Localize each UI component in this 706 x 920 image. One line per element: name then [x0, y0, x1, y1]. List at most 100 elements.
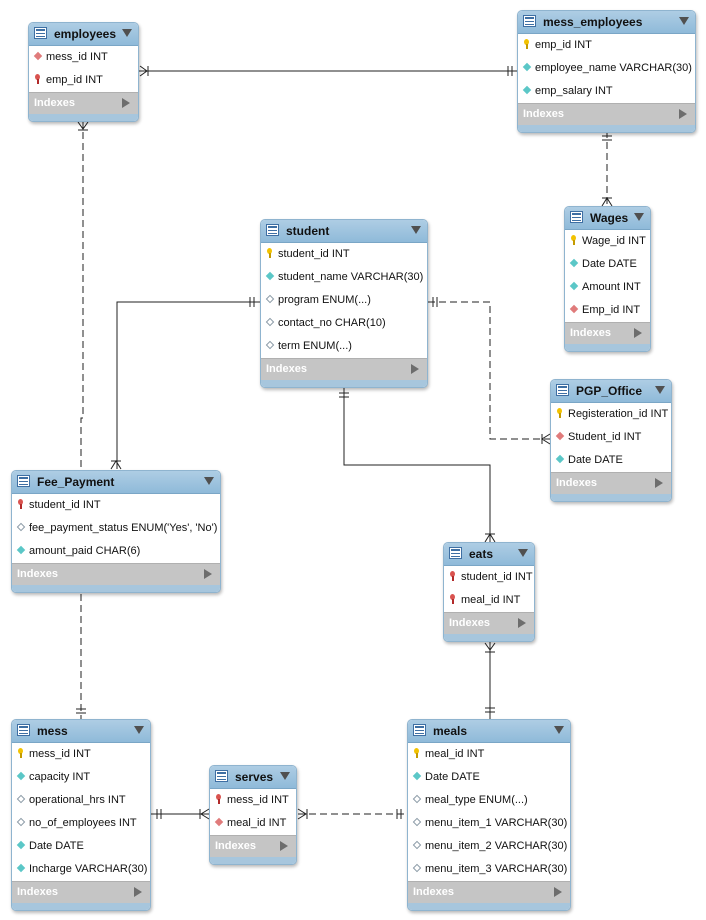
- table-mess[interactable]: mess mess_id INT capacity INT operationa…: [11, 719, 151, 911]
- collapse-triangle-icon[interactable]: [411, 226, 421, 234]
- indexes-bar[interactable]: Indexes: [565, 322, 650, 344]
- column-row[interactable]: Student_id INT: [551, 426, 671, 449]
- collapse-triangle-icon[interactable]: [134, 726, 144, 734]
- table-meals[interactable]: meals meal_id INT Date DATE meal_type EN…: [407, 719, 571, 911]
- expand-arrow-icon[interactable]: [518, 618, 526, 628]
- column-row[interactable]: fee_payment_status ENUM('Yes', 'No'): [12, 517, 220, 540]
- table-header[interactable]: PGP_Office: [551, 380, 671, 403]
- indexes-bar[interactable]: Indexes: [444, 612, 534, 634]
- column-row[interactable]: emp_id INT: [518, 34, 695, 57]
- column-row[interactable]: amount_paid CHAR(6): [12, 540, 220, 563]
- table-fee-payment[interactable]: Fee_Payment student_id INT fee_payment_s…: [11, 470, 221, 593]
- column-label: Student_id INT: [568, 431, 642, 443]
- indexes-bar[interactable]: Indexes: [12, 881, 150, 903]
- collapse-triangle-icon[interactable]: [634, 213, 644, 221]
- expand-arrow-icon[interactable]: [634, 328, 642, 338]
- table-header[interactable]: eats: [444, 543, 534, 566]
- indexes-bar[interactable]: Indexes: [29, 92, 138, 114]
- expand-arrow-icon[interactable]: [122, 98, 130, 108]
- not-null-column-icon: [569, 258, 579, 268]
- column-row[interactable]: term ENUM(...): [261, 335, 427, 358]
- column-row[interactable]: contact_no CHAR(10): [261, 312, 427, 335]
- table-header[interactable]: Fee_Payment: [12, 471, 220, 494]
- column-row[interactable]: menu_item_2 VARCHAR(30): [408, 835, 570, 858]
- column-row[interactable]: Wage_id INT: [565, 230, 650, 253]
- column-row[interactable]: emp_id INT: [29, 69, 138, 92]
- column-row[interactable]: Date DATE: [12, 835, 150, 858]
- indexes-bar[interactable]: Indexes: [261, 358, 427, 380]
- column-row[interactable]: operational_hrs INT: [12, 789, 150, 812]
- column-label: student_id INT: [278, 248, 350, 260]
- column-row[interactable]: student_id INT: [12, 494, 220, 517]
- table-serves[interactable]: serves mess_id INT meal_id INT Indexes: [209, 765, 297, 865]
- column-row[interactable]: meal_id INT: [444, 589, 534, 612]
- collapse-triangle-icon[interactable]: [204, 477, 214, 485]
- column-row[interactable]: mess_id INT: [210, 789, 296, 812]
- column-row[interactable]: Registeration_id INT: [551, 403, 671, 426]
- expand-arrow-icon[interactable]: [554, 887, 562, 897]
- table-eats[interactable]: eats student_id INT meal_id INT Indexes: [443, 542, 535, 642]
- indexes-label: Indexes: [413, 886, 454, 898]
- table-header[interactable]: Wages: [565, 207, 650, 230]
- table-header[interactable]: meals: [408, 720, 570, 743]
- table-footer: [210, 857, 296, 864]
- indexes-bar[interactable]: Indexes: [518, 103, 695, 125]
- column-row[interactable]: mess_id INT: [29, 46, 138, 69]
- table-mess-employees[interactable]: mess_employees emp_id INT employee_name …: [517, 10, 696, 133]
- table-header[interactable]: student: [261, 220, 427, 243]
- indexes-bar[interactable]: Indexes: [408, 881, 570, 903]
- table-student[interactable]: student student_id INT student_name VARC…: [260, 219, 428, 388]
- column-row[interactable]: emp_salary INT: [518, 80, 695, 103]
- column-row[interactable]: menu_item_3 VARCHAR(30): [408, 858, 570, 881]
- collapse-triangle-icon[interactable]: [679, 17, 689, 25]
- column-row[interactable]: Emp_id INT: [565, 299, 650, 322]
- expand-arrow-icon[interactable]: [655, 478, 663, 488]
- primary-key-icon: [18, 748, 23, 758]
- column-label: Emp_id INT: [582, 304, 641, 316]
- expand-arrow-icon[interactable]: [204, 569, 212, 579]
- table-wages[interactable]: Wages Wage_id INT Date DATE Amount INT E…: [564, 206, 651, 352]
- column-row[interactable]: student_id INT: [444, 566, 534, 589]
- column-row[interactable]: meal_id INT: [210, 812, 296, 835]
- column-row[interactable]: capacity INT: [12, 766, 150, 789]
- rel-eats-meals: [484, 641, 496, 719]
- table-employees[interactable]: employees mess_id INT emp_id INT Indexes: [28, 22, 139, 122]
- expand-arrow-icon[interactable]: [679, 109, 687, 119]
- column-row[interactable]: mess_id INT: [12, 743, 150, 766]
- table-header[interactable]: employees: [29, 23, 138, 46]
- nullable-column-icon: [16, 522, 26, 532]
- column-label: Date DATE: [568, 454, 623, 466]
- indexes-bar[interactable]: Indexes: [210, 835, 296, 857]
- column-row[interactable]: Date DATE: [565, 253, 650, 276]
- collapse-triangle-icon[interactable]: [518, 549, 528, 557]
- indexes-bar[interactable]: Indexes: [551, 472, 671, 494]
- column-row[interactable]: student_id INT: [261, 243, 427, 266]
- expand-arrow-icon[interactable]: [411, 364, 419, 374]
- column-row[interactable]: Amount INT: [565, 276, 650, 299]
- table-header[interactable]: mess: [12, 720, 150, 743]
- collapse-triangle-icon[interactable]: [122, 29, 132, 37]
- table-pgp-office[interactable]: PGP_Office Registeration_id INT Student_…: [550, 379, 672, 502]
- collapse-triangle-icon[interactable]: [280, 772, 290, 780]
- column-row[interactable]: meal_id INT: [408, 743, 570, 766]
- expand-arrow-icon[interactable]: [134, 887, 142, 897]
- column-row[interactable]: Date DATE: [551, 449, 671, 472]
- column-row[interactable]: Date DATE: [408, 766, 570, 789]
- table-header[interactable]: mess_employees: [518, 11, 695, 34]
- column-row[interactable]: program ENUM(...): [261, 289, 427, 312]
- indexes-label: Indexes: [34, 97, 75, 109]
- column-label: menu_item_1 VARCHAR(30): [425, 817, 568, 829]
- expand-arrow-icon[interactable]: [280, 841, 288, 851]
- collapse-triangle-icon[interactable]: [554, 726, 564, 734]
- indexes-label: Indexes: [215, 840, 256, 852]
- column-label: meal_id INT: [425, 748, 485, 760]
- column-row[interactable]: Incharge VARCHAR(30): [12, 858, 150, 881]
- indexes-bar[interactable]: Indexes: [12, 563, 220, 585]
- column-row[interactable]: student_name VARCHAR(30): [261, 266, 427, 289]
- column-row[interactable]: menu_item_1 VARCHAR(30): [408, 812, 570, 835]
- collapse-triangle-icon[interactable]: [655, 386, 665, 394]
- table-header[interactable]: serves: [210, 766, 296, 789]
- column-row[interactable]: no_of_employees INT: [12, 812, 150, 835]
- column-row[interactable]: meal_type ENUM(...): [408, 789, 570, 812]
- column-row[interactable]: employee_name VARCHAR(30): [518, 57, 695, 80]
